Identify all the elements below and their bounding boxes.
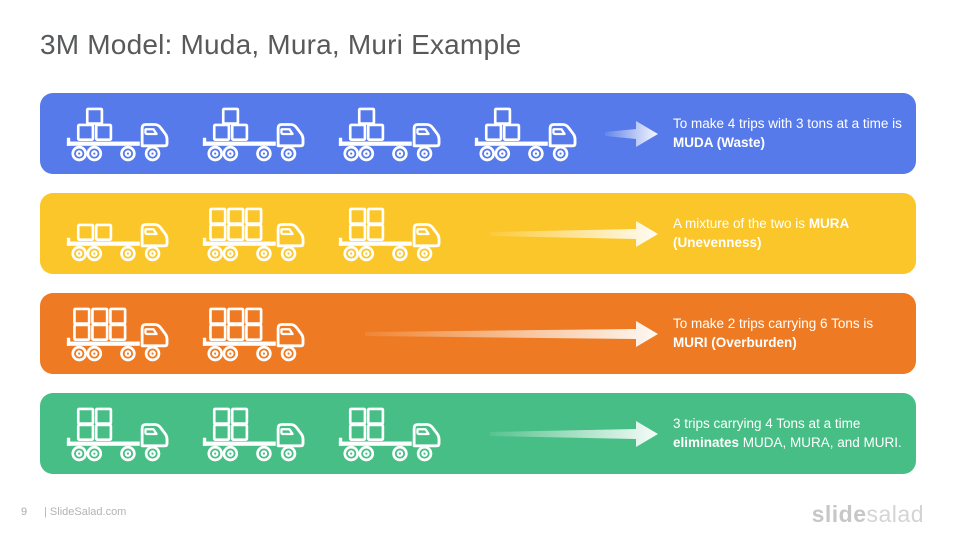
band-description-muda: To make 4 trips with 3 tons at a time is… [673, 93, 905, 174]
truck-icon [338, 207, 441, 262]
logo-light-part: salad [866, 501, 924, 527]
page-title: 3M Model: Muda, Mura, Muri Example [40, 29, 522, 60]
truck-icon [66, 223, 169, 262]
trucks-group-mura [40, 203, 443, 264]
page-number: 9 [21, 506, 28, 518]
keyword-text: eliminates [673, 434, 740, 450]
keyword-text: MURI (Overburden) [673, 334, 797, 350]
truck-icon [202, 307, 305, 362]
band-muri: To make 2 trips carrying 6 Tons is MURI … [40, 293, 916, 374]
plain-text: A mixture of the two is [673, 215, 809, 231]
band-description-balanced: 3 trips carrying 4 Tons at a time elimin… [673, 393, 905, 474]
truck-icon [66, 307, 169, 362]
flow-arrow-icon [605, 120, 658, 147]
band-mura: A mixture of the two is MURA (Unevenness… [40, 193, 916, 274]
band-muda: To make 4 trips with 3 tons at a time is… [40, 93, 916, 174]
slidesalad-logo: slidesalad [812, 501, 924, 528]
bands-container: To make 4 trips with 3 tons at a time is… [40, 93, 916, 493]
band-description-mura: A mixture of the two is MURA (Unevenness… [673, 193, 905, 274]
band-balanced: 3 trips carrying 4 Tons at a time elimin… [40, 393, 916, 474]
flow-arrow-icon [490, 220, 658, 247]
keyword-text: MUDA (Waste) [673, 134, 765, 150]
band-description-muri: To make 2 trips carrying 6 Tons is MURI … [673, 293, 905, 374]
flow-arrow-icon [490, 420, 658, 447]
trucks-group-muda [40, 103, 579, 164]
plain-text: 3 trips carrying 4 Tons at a time [673, 415, 861, 431]
trucks-group-balanced [40, 403, 443, 464]
flow-arrow-icon [365, 320, 658, 347]
truck-icon [338, 407, 441, 462]
truck-icon [474, 107, 577, 162]
trucks-group-muri [40, 303, 307, 364]
truck-icon [338, 107, 441, 162]
truck-icon [66, 407, 169, 462]
keyword-text: MURA (Unevenness) [673, 215, 849, 250]
truck-icon [202, 207, 305, 262]
logo-bold-part: slide [811, 501, 867, 527]
footer-site-text: | SlideSalad.com [44, 506, 127, 518]
truck-icon [66, 107, 169, 162]
truck-icon [202, 407, 305, 462]
truck-icon [202, 107, 305, 162]
plain-text: MUDA, MURA, and MURI. [739, 434, 902, 450]
plain-text: To make 4 trips with 3 tons at a time is [673, 115, 902, 131]
plain-text: To make 2 trips carrying 6 Tons is [673, 315, 874, 331]
